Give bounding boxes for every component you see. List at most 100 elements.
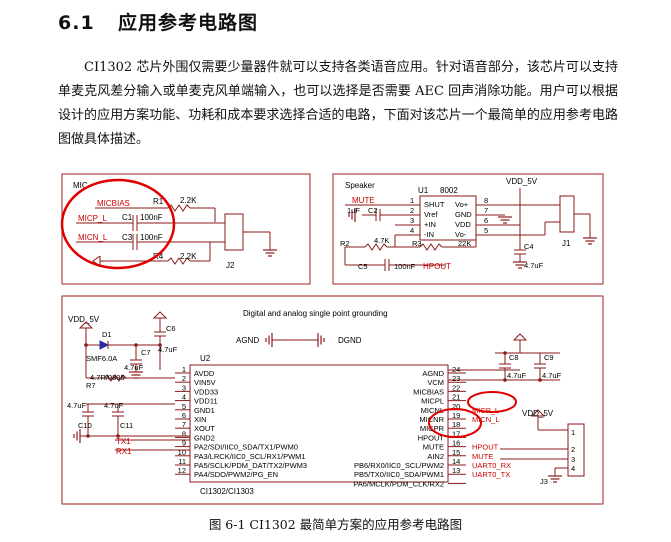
u2-left-pin-12: PA4/SDO/PWM2/PG_EN bbox=[194, 470, 278, 479]
dgnd-label: DGND bbox=[338, 336, 362, 345]
u2-left-pin-9: PA2/SDI/IIC0_SDA/TX1/PWM0 bbox=[194, 443, 298, 452]
d1-label: D1 bbox=[102, 330, 112, 339]
r7-part: 4.7R/0805 bbox=[90, 373, 125, 382]
u2-part: CI1302/CI1303 bbox=[200, 487, 254, 496]
speaker-title: Speaker bbox=[345, 181, 375, 190]
u2-left-pin-4: VDD11 bbox=[194, 397, 218, 406]
u2-right-pin-num-9: 16 bbox=[452, 439, 460, 448]
u2-left-pin-5: GND1 bbox=[194, 406, 215, 415]
u1-pin-vref: Vref bbox=[424, 210, 438, 219]
u1-pin-num-5: 5 bbox=[484, 226, 488, 235]
u1-pin-vo-minus: Vo- bbox=[455, 230, 467, 239]
d1-part: SMF6.0A bbox=[86, 354, 117, 363]
u1-pin-shut: SHUT bbox=[424, 200, 445, 209]
u2-left-pin-num-10: 10 bbox=[178, 448, 186, 457]
u2-left-pin-num-6: 6 bbox=[182, 411, 186, 420]
mic-net-micbias: MICBIAS bbox=[97, 199, 130, 208]
j3-label: J3 bbox=[540, 477, 548, 486]
speaker-block-border bbox=[332, 173, 604, 285]
mic-net-micp: MICP_L bbox=[78, 214, 107, 223]
u2-left-pin-num-7: 7 bbox=[182, 420, 186, 429]
micnl-highlight-circle bbox=[467, 391, 517, 413]
grounding-note: Digital and analog single point groundin… bbox=[243, 309, 388, 318]
u2-body bbox=[189, 364, 449, 483]
c6-value: 4.7uF bbox=[158, 345, 178, 354]
spk-mute-net: MUTE bbox=[352, 196, 375, 205]
u2-left-pin-1: AVDD bbox=[194, 369, 215, 378]
mic-block-border bbox=[61, 173, 311, 285]
u2-right-pin-8: HPOUT bbox=[418, 433, 445, 442]
spk-c2-value: 1uF bbox=[347, 206, 360, 215]
section-number: 6.1 bbox=[58, 12, 95, 34]
j3-pin-2: 2 bbox=[571, 445, 575, 454]
c6-label: C6 bbox=[166, 324, 176, 333]
u1-pin-num-8: 8 bbox=[484, 196, 488, 205]
spk-r2: R2 bbox=[340, 239, 350, 248]
net-rx1: RX1 bbox=[116, 447, 132, 456]
main-block-border bbox=[61, 295, 604, 505]
u2-left-pin-num-9: 9 bbox=[182, 439, 186, 448]
spk-r3-value: 22K bbox=[458, 239, 471, 248]
vdd5v-main: VDD_5V bbox=[68, 315, 100, 324]
u1-pin-minus-in: -IN bbox=[424, 230, 434, 239]
u2-left-pin-10: PA3/LRCK/IIC0_SCL/RX1/PWM1 bbox=[194, 452, 306, 461]
agnd-label: AGND bbox=[236, 336, 259, 345]
spk-hpout-net: HPOUT bbox=[423, 262, 451, 271]
u2-left-pin-num-2: 2 bbox=[182, 374, 186, 383]
u2-right-pin-num-8: 17 bbox=[452, 429, 460, 438]
u2-right-pin-num-11: 14 bbox=[452, 457, 460, 466]
u2-right-pin-10: AIN2 bbox=[427, 452, 444, 461]
u2-right-pin-9: MUTE bbox=[423, 443, 444, 452]
u2-left-pin-3: VDD33 bbox=[194, 387, 218, 396]
u1-pin-num-6: 6 bbox=[484, 216, 488, 225]
mic-r1-value: 2.2K bbox=[180, 196, 197, 205]
u2-right-pin-num-5: 20 bbox=[452, 402, 460, 411]
u2-left-pin-num-8: 8 bbox=[182, 429, 186, 438]
mic-c3: C3 bbox=[122, 233, 133, 242]
u1-pin-num-1: 1 bbox=[410, 196, 414, 205]
u1-pin-num-7: 7 bbox=[484, 206, 488, 215]
c8-label: C8 bbox=[509, 353, 519, 362]
u2-label: U2 bbox=[200, 354, 211, 363]
r7-label: R7 bbox=[86, 381, 96, 390]
u2-right-pin-num-6: 19 bbox=[452, 411, 460, 420]
mic-j2: J2 bbox=[226, 261, 235, 270]
spk-c2: C2 bbox=[368, 206, 378, 215]
u1-part: 8002 bbox=[440, 186, 458, 195]
u2-right-pin-11: PB6/RX0/IIC0_SCL/PWM2 bbox=[354, 461, 444, 470]
u1-pin-num-4: 4 bbox=[410, 226, 414, 235]
j3-pin-1: 1 bbox=[571, 428, 575, 437]
u2-net-mute: MUTE bbox=[472, 452, 493, 461]
u2-left-pin-2: VIN5V bbox=[194, 378, 216, 387]
mic-c3-value: 100nF bbox=[140, 233, 163, 242]
u2-right-pin-num-3: 22 bbox=[452, 383, 460, 392]
u2-right-pin-4: MICPL bbox=[421, 397, 444, 406]
j3-pin-4: 4 bbox=[571, 464, 575, 473]
u2-left-pin-num-3: 3 bbox=[182, 383, 186, 392]
u2-right-pin-num-4: 21 bbox=[452, 393, 460, 402]
mic-c1: C1 bbox=[122, 213, 133, 222]
body-paragraph: CI1302 芯片外围仅需要少量器件就可以支持各类语音应用。针对语音部分，该芯片… bbox=[58, 60, 618, 147]
mic-r4: R4 bbox=[153, 252, 164, 261]
mic-net-micn: MICN_L bbox=[78, 233, 108, 242]
u1-pin-plus-in: +IN bbox=[424, 220, 436, 229]
u1-pin-num-2: 2 bbox=[410, 206, 414, 215]
u2-net-micp-l: MICP_L bbox=[472, 406, 499, 415]
u2-left-pin-num-11: 11 bbox=[178, 457, 186, 466]
mic-highlight-circle bbox=[60, 178, 176, 270]
u2-left-pin-num-1: 1 bbox=[182, 365, 186, 374]
micr-highlight-circle bbox=[428, 408, 482, 438]
u2-left-pin-num-12: 12 bbox=[178, 466, 186, 475]
mic-r4-value: 2.2K bbox=[180, 252, 197, 261]
u2-right-pin-13: PA6/MCLK/PDM_CLK/RX2 bbox=[353, 479, 444, 488]
u1-pin-num-3: 3 bbox=[410, 216, 414, 225]
u2-left-pin-8: GND2 bbox=[194, 433, 215, 442]
u2-left-pin-7: XOUT bbox=[194, 424, 215, 433]
spk-c5-value: 100nF bbox=[394, 262, 416, 271]
u2-right-pin-6: MICNR bbox=[419, 415, 444, 424]
c10-label: C10 bbox=[78, 421, 92, 430]
u1-body bbox=[419, 195, 477, 241]
u2-right-pin-12: PB5/TX0/IIC0_SDA/PWM1 bbox=[354, 470, 444, 479]
u2-net-micn-l: MICN_L bbox=[472, 415, 500, 424]
u2-net-uart0-tx: UART0_TX bbox=[472, 470, 510, 479]
